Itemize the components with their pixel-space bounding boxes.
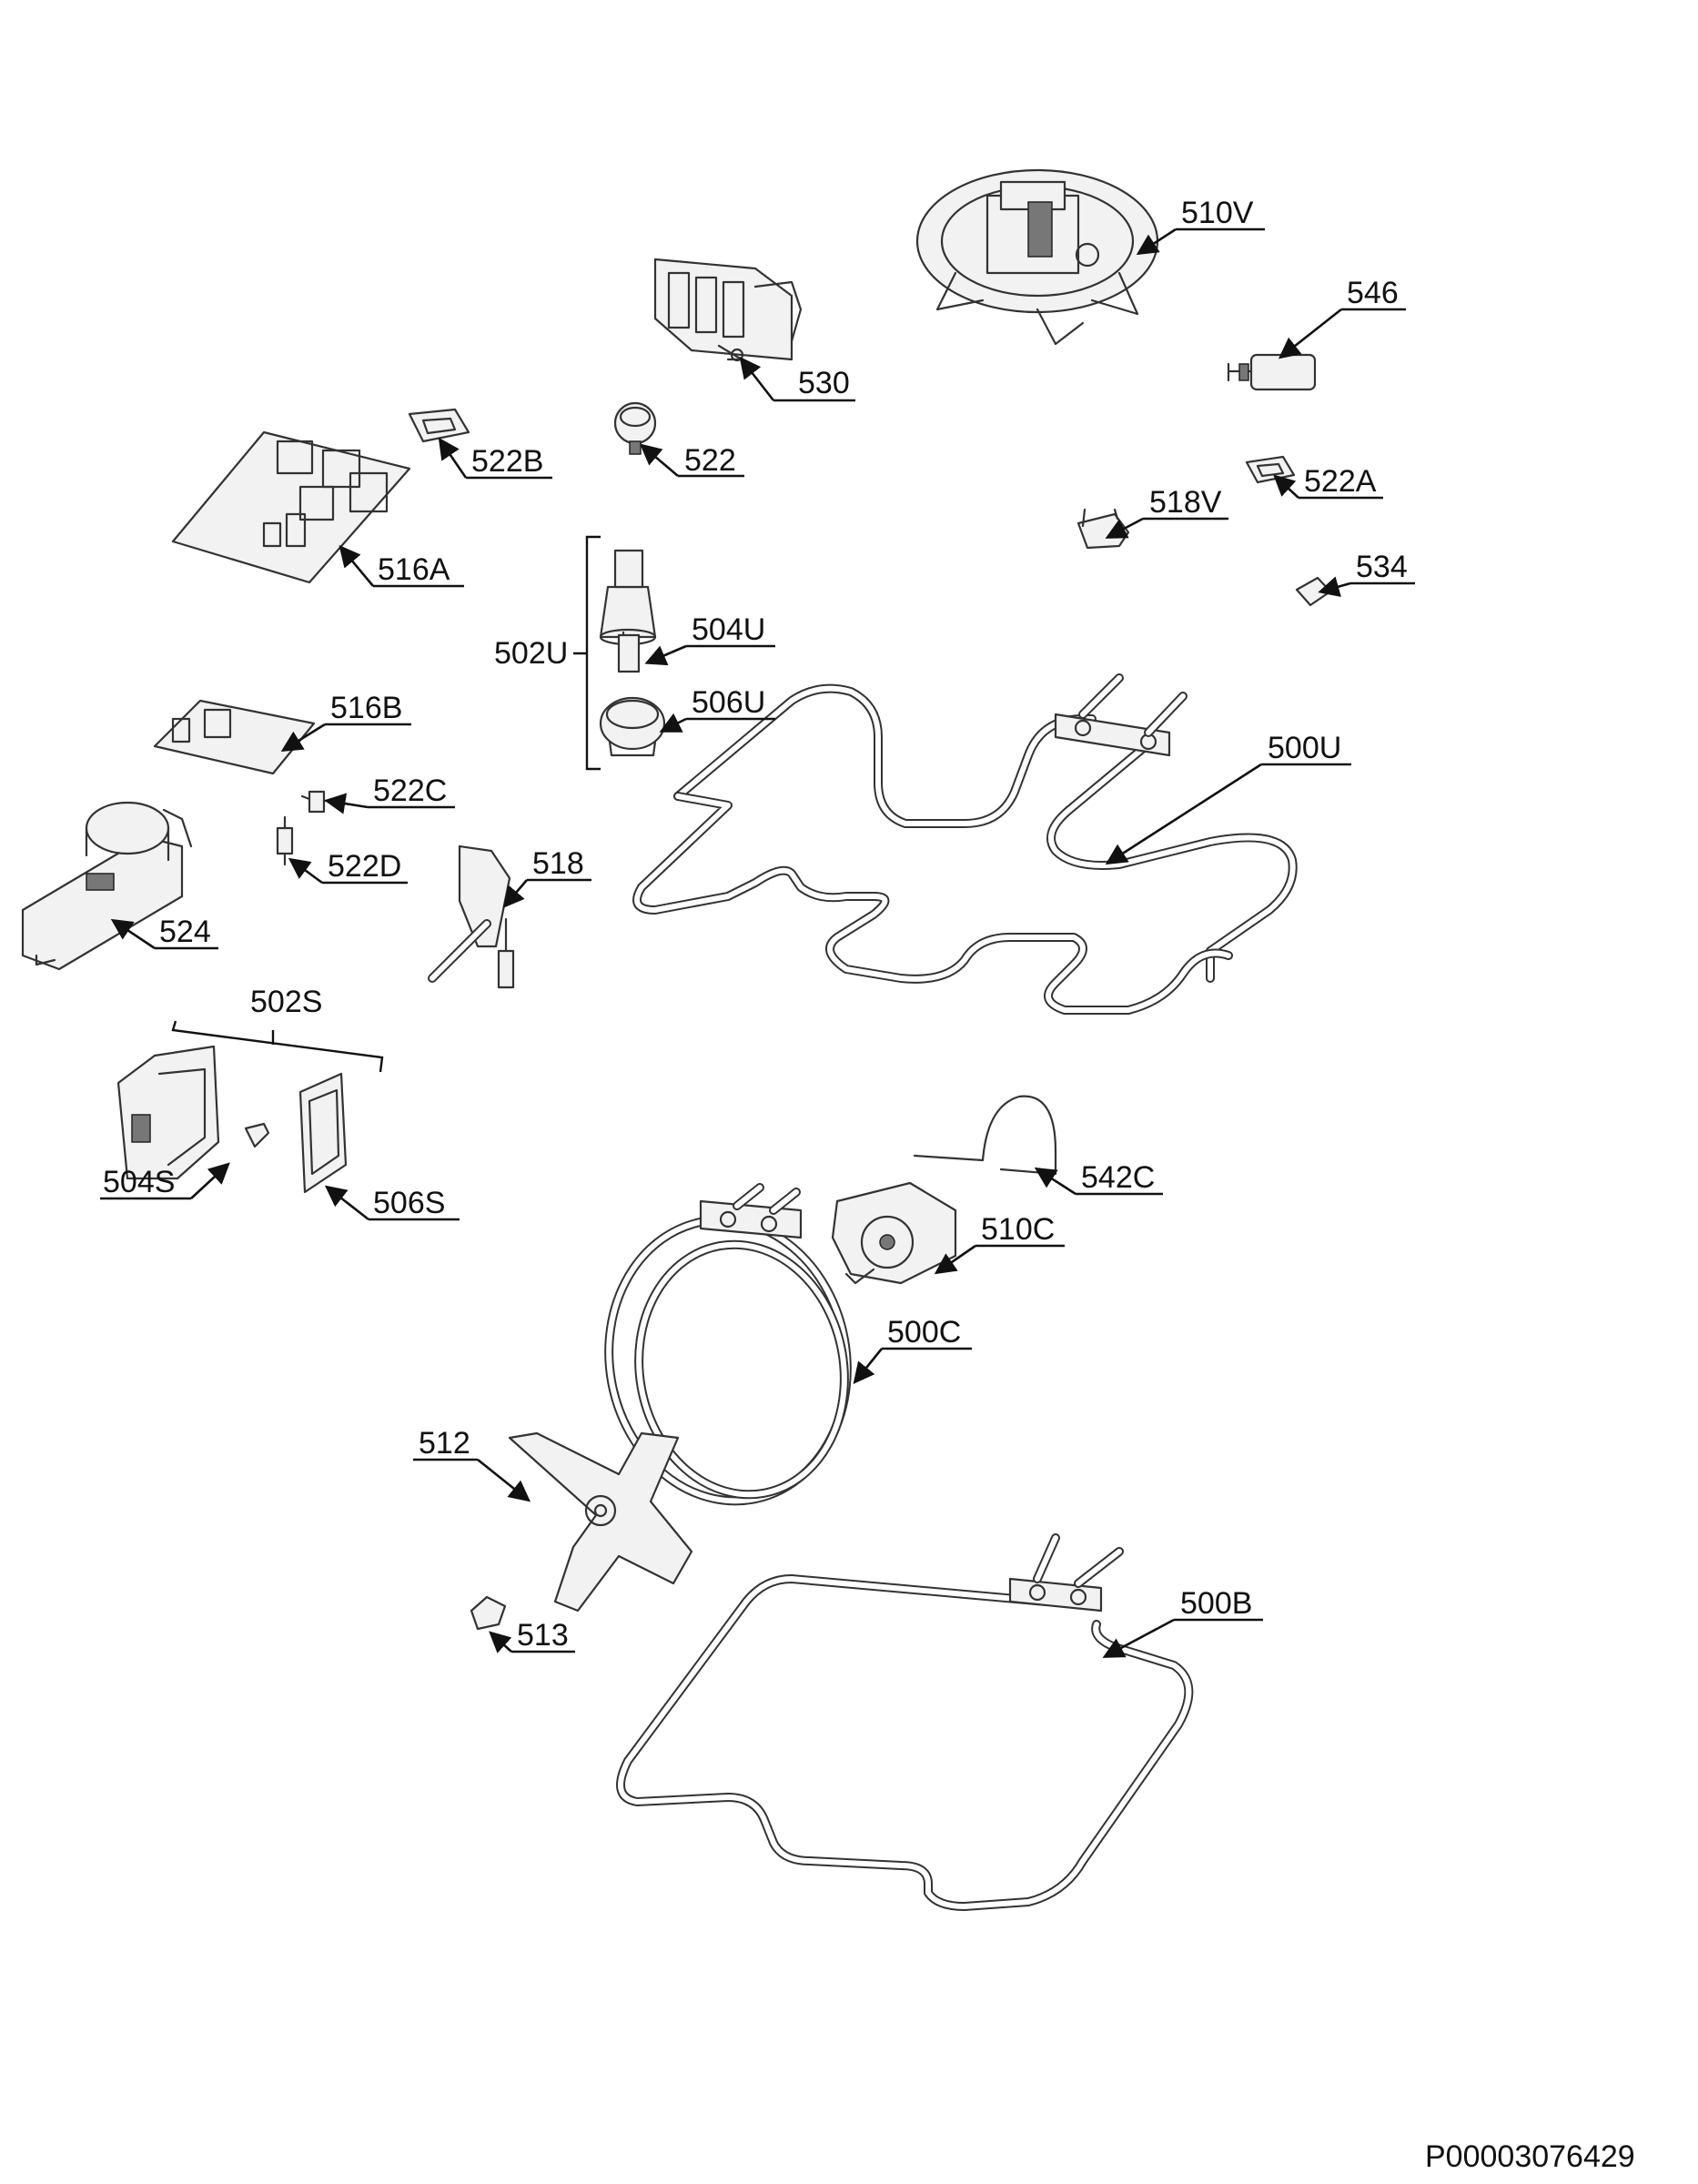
- label-524: 524: [159, 915, 211, 949]
- callout-506U: 506U: [659, 685, 775, 733]
- callout-510V: 510V: [1136, 196, 1265, 256]
- label-510V: 510V: [1181, 196, 1254, 230]
- label-512: 512: [419, 1426, 470, 1461]
- label-502U: 502U: [494, 636, 568, 671]
- part-516B-pcb: [153, 699, 316, 775]
- part-502U-lamp-group: [599, 549, 666, 757]
- callout-504S: 504S: [100, 1162, 230, 1200]
- callout-500U: 500U: [1105, 731, 1351, 865]
- label-522A: 522A: [1304, 464, 1377, 499]
- callout-502S: 502S: [171, 985, 384, 1073]
- callout-504U: 504U: [644, 612, 775, 666]
- part-510V-fan-motor: [915, 168, 1159, 346]
- part-518V-sensor: [1076, 508, 1130, 550]
- callout-546: 546: [1278, 276, 1406, 359]
- part-522A-holder: [1245, 455, 1296, 484]
- document-code: P00003076429: [1425, 2139, 1635, 2174]
- label-500C: 500C: [887, 1315, 961, 1350]
- part-512-fan-blade: [508, 1431, 693, 1613]
- callout-500B: 500B: [1102, 1586, 1263, 1658]
- part-522D-connector: [276, 815, 294, 866]
- label-522: 522: [684, 443, 736, 478]
- label-504S: 504S: [103, 1165, 175, 1199]
- label-506U: 506U: [692, 685, 765, 720]
- label-516A: 516A: [378, 552, 450, 587]
- label-534: 534: [1356, 550, 1408, 584]
- part-500C-circular-element: [604, 1183, 852, 1506]
- label-502S: 502S: [250, 985, 322, 1019]
- label-504U: 504U: [692, 612, 765, 647]
- label-516B: 516B: [330, 691, 402, 725]
- part-524-door-lock: [21, 801, 193, 971]
- callout-522A: 522A: [1273, 464, 1383, 500]
- callout-530: 530: [739, 356, 855, 402]
- part-530-terminal-block: [653, 258, 803, 362]
- part-510C-convection-motor: [831, 1181, 957, 1285]
- callout-506S: 506S: [324, 1185, 460, 1221]
- part-522-lamp-holder: [613, 401, 657, 455]
- callout-524: 524: [110, 915, 218, 950]
- callout-522: 522: [640, 443, 744, 478]
- part-500B-bottom-element: [616, 1533, 1194, 1911]
- part-500U-grill-element: [632, 673, 1298, 1015]
- callout-500C: 500C: [853, 1315, 972, 1385]
- label-522C: 522C: [373, 774, 447, 808]
- label-518V: 518V: [1149, 485, 1222, 520]
- label-500B: 500B: [1180, 1586, 1252, 1621]
- callout-522B: 522B: [438, 437, 552, 480]
- label-518: 518: [532, 846, 584, 881]
- callout-513: 513: [489, 1618, 575, 1653]
- callout-516A: 516A: [339, 545, 464, 588]
- label-522B: 522B: [471, 444, 543, 479]
- callout-502U: 502U: [494, 535, 601, 771]
- callout-510C: 510C: [934, 1212, 1065, 1275]
- part-542C-clip: [913, 1095, 1057, 1176]
- label-513: 513: [517, 1618, 569, 1653]
- callout-522D: 522D: [288, 849, 408, 885]
- part-546-component: [1227, 353, 1317, 391]
- callout-518V: 518V: [1105, 485, 1228, 539]
- callout-518: 518: [502, 846, 591, 908]
- callout-522C: 522C: [324, 774, 455, 814]
- part-502S-switch-group: [116, 1045, 348, 1194]
- part-518-temperature-sensor: [428, 844, 515, 989]
- label-542C: 542C: [1081, 1160, 1155, 1195]
- part-522B-holder: [408, 408, 470, 443]
- label-522D: 522D: [328, 849, 401, 884]
- label-530: 530: [798, 366, 850, 400]
- callout-542C: 542C: [1034, 1160, 1163, 1196]
- callout-512: 512: [413, 1426, 531, 1502]
- part-513-nut: [470, 1595, 507, 1631]
- label-510C: 510C: [981, 1212, 1055, 1247]
- part-516A-pcb: [171, 430, 411, 584]
- callout-516B: 516B: [280, 691, 411, 753]
- label-546: 546: [1347, 276, 1399, 310]
- label-506S: 506S: [373, 1186, 445, 1220]
- callout-534: 534: [1318, 550, 1415, 597]
- label-500U: 500U: [1268, 731, 1341, 765]
